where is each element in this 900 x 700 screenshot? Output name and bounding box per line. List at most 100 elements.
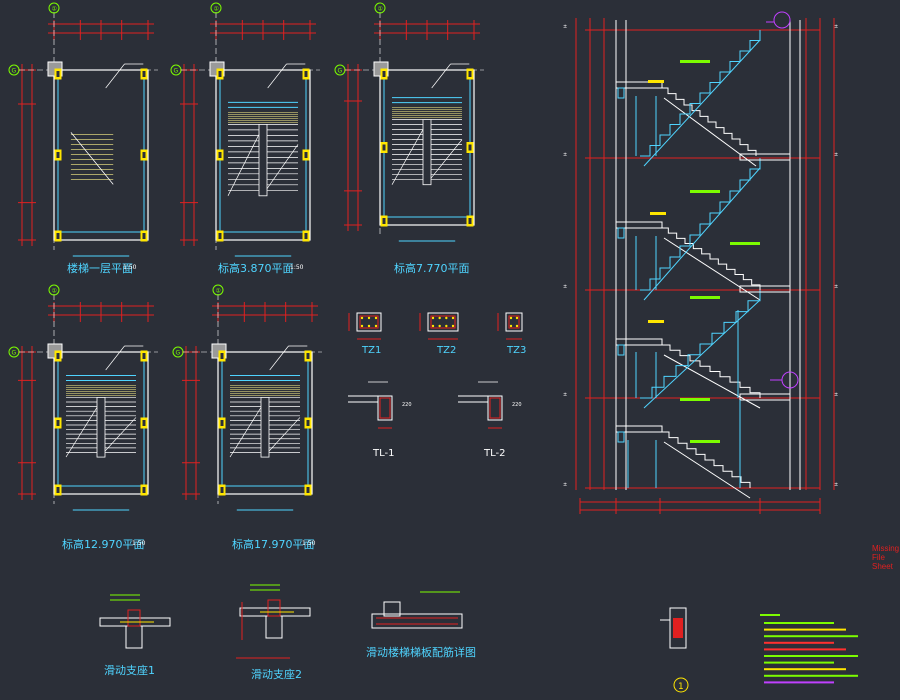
column-core bbox=[304, 152, 308, 158]
landing-slab bbox=[615, 425, 663, 433]
wall-outline bbox=[215, 69, 311, 241]
rebar-cage bbox=[267, 599, 281, 617]
bottom-beam bbox=[237, 504, 293, 510]
stair-well bbox=[96, 397, 106, 458]
column-core bbox=[468, 218, 472, 224]
column-label-tz1: TZ1 bbox=[362, 345, 382, 356]
rebar bbox=[451, 316, 455, 320]
stair-break-line bbox=[266, 144, 299, 189]
rebar-note bbox=[730, 242, 760, 245]
stair-slab bbox=[643, 167, 761, 301]
rebar-note bbox=[690, 440, 720, 443]
general-notes bbox=[760, 614, 858, 684]
stair-profile bbox=[660, 344, 761, 398]
rebar bbox=[374, 316, 378, 320]
detail-title-slide1: 滑动支座1 bbox=[104, 664, 155, 677]
beam-stub bbox=[383, 601, 401, 617]
column-core bbox=[304, 233, 308, 239]
axis-bubble-label: ① bbox=[52, 6, 57, 13]
stair-profile bbox=[640, 158, 761, 291]
note-line bbox=[764, 635, 858, 638]
rebar-note bbox=[648, 80, 664, 83]
stair-profile bbox=[640, 30, 761, 157]
rebar-note bbox=[648, 320, 664, 323]
slide-support-2 bbox=[239, 584, 311, 639]
stair-profile bbox=[660, 227, 761, 290]
column-core bbox=[56, 420, 60, 426]
stair-plan: ①G bbox=[8, 2, 158, 257]
rebar bbox=[515, 316, 519, 320]
level-mark: ± bbox=[563, 392, 567, 398]
stair-well bbox=[258, 124, 268, 197]
note-line bbox=[764, 668, 846, 671]
note-line bbox=[764, 628, 846, 631]
slab-outline bbox=[371, 613, 463, 629]
axis-bubble bbox=[374, 2, 386, 14]
slab-reinforcement-detail bbox=[371, 591, 463, 629]
rebar bbox=[431, 324, 435, 328]
column-core bbox=[142, 487, 146, 493]
column-core bbox=[142, 353, 146, 359]
note-line bbox=[764, 681, 834, 684]
floor-slab bbox=[739, 285, 791, 293]
column-core bbox=[142, 71, 146, 77]
column-core bbox=[218, 152, 222, 158]
dimension-text: 220 bbox=[512, 402, 522, 408]
rebar-note bbox=[680, 398, 710, 401]
beam-label-tl2: TL-2 bbox=[484, 448, 506, 459]
beam-label-tl1: TL-1 bbox=[373, 448, 395, 459]
column-core bbox=[142, 152, 146, 158]
column-core bbox=[220, 487, 224, 493]
rebar bbox=[515, 324, 519, 328]
column-core bbox=[220, 353, 224, 359]
axis-bubble bbox=[210, 2, 222, 14]
rebar bbox=[445, 316, 448, 320]
axis-bubble-label: G bbox=[174, 68, 179, 75]
stair-break-line bbox=[391, 129, 424, 185]
plan-title-5: 标高17.970平面 bbox=[232, 538, 315, 551]
bottom-beam bbox=[399, 235, 455, 241]
title-block-line-2: File bbox=[872, 553, 885, 562]
plan-scale-2: 1:50 bbox=[290, 264, 304, 271]
note-line bbox=[764, 661, 834, 664]
wall-outline bbox=[379, 69, 475, 226]
column-core bbox=[382, 144, 386, 151]
detail-title-slide2: 滑动支座2 bbox=[251, 668, 302, 681]
flight-4-down bbox=[660, 431, 751, 499]
column-core bbox=[218, 71, 222, 77]
column-core bbox=[306, 487, 310, 493]
leader-line bbox=[105, 345, 125, 371]
column-outline bbox=[427, 312, 459, 332]
stair-slab bbox=[643, 39, 761, 167]
rebar bbox=[438, 324, 441, 328]
rebar bbox=[438, 316, 441, 320]
section-callout: 1 bbox=[660, 607, 689, 693]
stair-profile bbox=[660, 87, 757, 156]
flight-1-down bbox=[660, 87, 757, 167]
column-section-tz3 bbox=[497, 312, 523, 340]
title-block-line-3: Sheet bbox=[872, 562, 893, 571]
stair-break-line bbox=[430, 139, 463, 179]
plan-scale-1: 1:50 bbox=[123, 264, 137, 271]
stair-slab bbox=[663, 354, 761, 409]
beam-outline bbox=[377, 395, 393, 421]
column-core bbox=[382, 71, 386, 77]
stair-slab bbox=[663, 97, 757, 167]
support-beam bbox=[125, 625, 143, 649]
column-core bbox=[304, 71, 308, 77]
axis-bubble-label: ① bbox=[52, 288, 57, 295]
beam-section-tl1: 220 bbox=[348, 381, 412, 429]
landing-beam bbox=[617, 227, 625, 239]
dimension-text: 220 bbox=[402, 402, 412, 408]
column-core bbox=[56, 71, 60, 77]
level-mark: ± bbox=[834, 24, 838, 30]
floor-slab bbox=[739, 153, 791, 161]
stair-plan: ①G bbox=[170, 2, 320, 257]
axis-bubble-label: ① bbox=[216, 288, 221, 295]
title-block-line-1: Missing bbox=[872, 544, 900, 553]
stair-plan: ①G bbox=[172, 284, 322, 511]
support-beam bbox=[265, 615, 283, 639]
section-bubble bbox=[673, 677, 689, 693]
level-mark: ± bbox=[563, 24, 567, 30]
stair-profile bbox=[640, 290, 761, 399]
